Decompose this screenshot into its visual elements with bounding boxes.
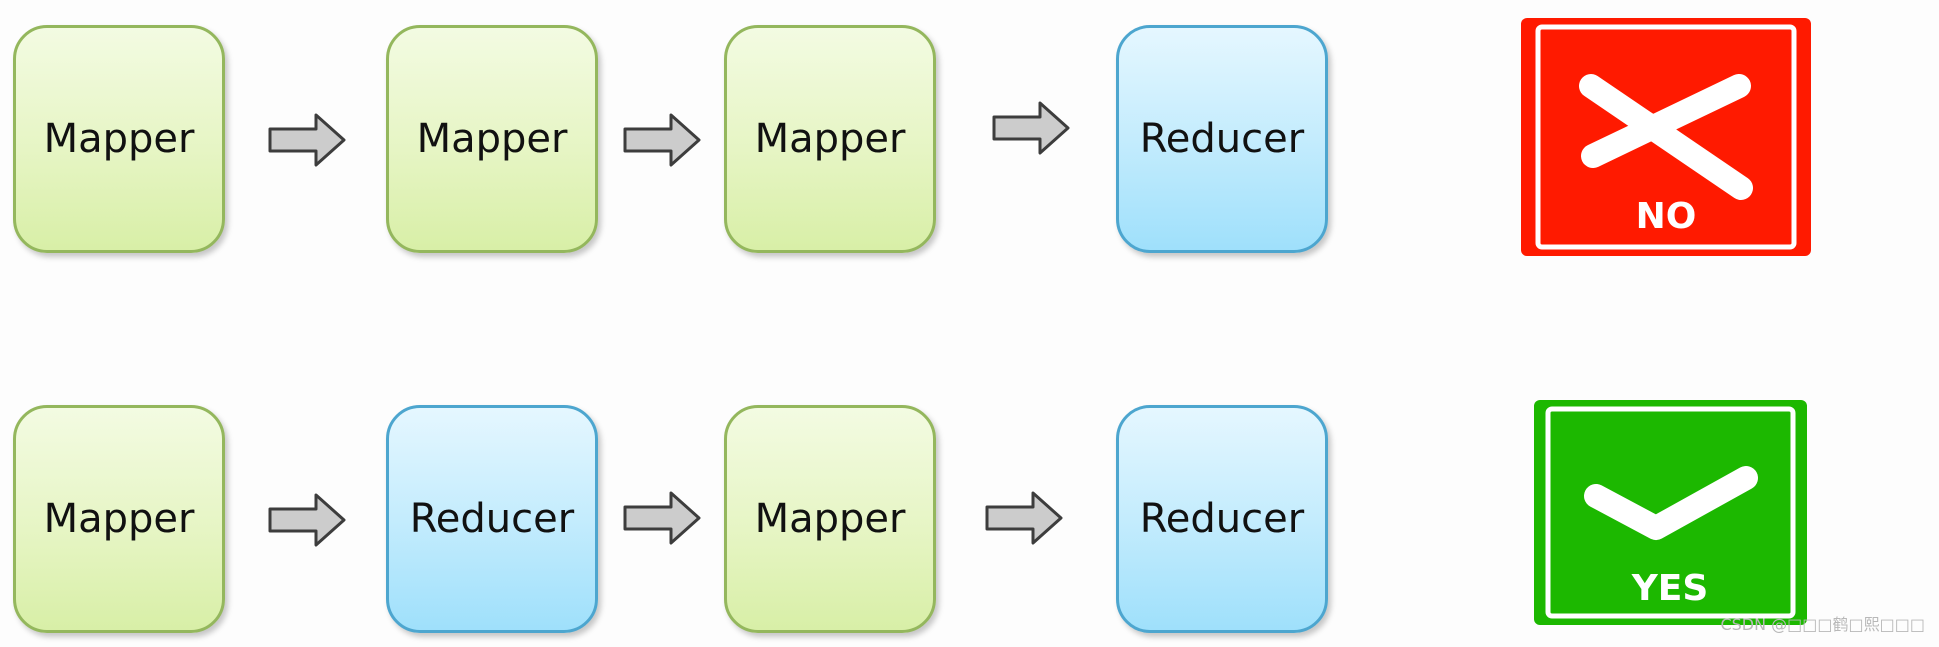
top-step-2-label: Mapper [416, 116, 568, 162]
csdn-watermark: CSDN @□□□鹤□熙□□□ [1720, 615, 1925, 634]
bottom-step-3-label: Mapper [754, 496, 906, 542]
bottom-arrow-3 [985, 491, 1063, 545]
top-arrow-1 [268, 113, 346, 167]
top-step-1-label: Mapper [43, 116, 195, 162]
top-step-2-mapper: Mapper [386, 25, 598, 253]
bottom-step-4-reducer: Reducer [1116, 405, 1328, 633]
top-step-3-label: Mapper [754, 116, 906, 162]
yes-sign-label: YES [1631, 568, 1709, 609]
bottom-step-2-reducer: Reducer [386, 405, 598, 633]
bottom-arrow-1 [268, 493, 346, 547]
top-step-4-reducer: Reducer [1116, 25, 1328, 253]
top-arrow-2 [623, 113, 701, 167]
bottom-step-1-label: Mapper [43, 496, 195, 542]
no-sign: NO [1521, 18, 1811, 256]
bottom-step-1-mapper: Mapper [13, 405, 225, 633]
bottom-step-3-mapper: Mapper [724, 405, 936, 633]
yes-sign: YES [1534, 400, 1807, 625]
top-step-4-label: Reducer [1139, 116, 1305, 162]
check-icon [1584, 466, 1758, 540]
bottom-arrow-2 [623, 491, 701, 545]
top-step-3-mapper: Mapper [724, 25, 936, 253]
top-step-1-mapper: Mapper [13, 25, 225, 253]
bottom-step-2-label: Reducer [409, 496, 575, 542]
cross-icon [1579, 74, 1753, 200]
top-arrow-3 [992, 101, 1070, 155]
no-sign-label: NO [1636, 196, 1697, 237]
bottom-step-4-label: Reducer [1139, 496, 1305, 542]
